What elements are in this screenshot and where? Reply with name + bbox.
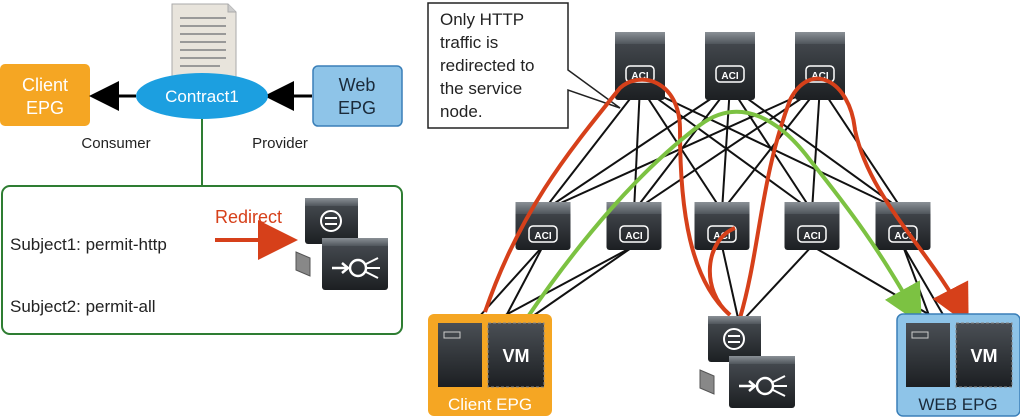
subject1-label: Subject1: permit-http <box>10 235 167 254</box>
fabric-link <box>721 85 821 212</box>
leaf-switch-2: ACI <box>606 202 662 250</box>
redirect-label: Redirect <box>215 207 282 227</box>
contract-ellipse <box>136 73 268 119</box>
fabric-link <box>542 85 641 212</box>
aci-label: ACI <box>534 231 551 242</box>
web-epg-host-label: WEB EPG <box>918 395 997 414</box>
client-epg-label-l2: EPG <box>26 98 64 118</box>
consumer-label: Consumer <box>81 135 150 152</box>
web-epg-box <box>312 65 403 127</box>
spine-switch-1: ACI <box>615 32 665 100</box>
aci-label: ACI <box>894 231 911 242</box>
callout-bubble <box>427 2 621 129</box>
web-epg-host <box>896 313 1020 417</box>
aci-label: ACI <box>721 71 738 82</box>
client-vm-label: VM <box>503 346 530 366</box>
redirect-path-red-1 <box>483 77 732 317</box>
redirect-path-red-3 <box>708 226 736 317</box>
client-epg-host-label: Client EPG <box>448 395 532 414</box>
redirect-path-red-2 <box>738 76 969 326</box>
callout-text: Only HTTP traffic is redirected to the serv… <box>440 10 535 121</box>
fabric-link <box>811 85 821 212</box>
contract-document-icon <box>171 3 237 85</box>
fabric-link <box>633 85 821 212</box>
callout-line: the service <box>440 79 522 98</box>
web-epg-label-l2: EPG <box>338 98 376 118</box>
leaf-switch-3: ACI <box>694 202 750 250</box>
host-link <box>721 245 739 319</box>
spine-switch-2: ACI <box>705 32 755 100</box>
provider-label: Provider <box>252 135 308 152</box>
aci-label: ACI <box>631 71 648 82</box>
subject2-label: Subject2: permit-all <box>10 297 156 316</box>
fabric-link <box>542 85 731 212</box>
host-link <box>499 245 635 319</box>
host-link <box>504 245 544 319</box>
callout-line: traffic is <box>440 33 498 52</box>
service-node-icon-left <box>295 198 388 290</box>
host-link <box>744 245 813 319</box>
web-epg-label-l1: Web <box>339 75 376 95</box>
host-link <box>529 245 635 319</box>
contract-label: Contract1 <box>165 87 239 106</box>
aci-label: ACI <box>625 231 642 242</box>
web-vm-label: VM <box>971 346 998 366</box>
subjects-box <box>1 185 403 335</box>
client-epg-host <box>428 314 552 416</box>
callout-line: node. <box>440 102 483 121</box>
client-epg-box <box>0 64 90 126</box>
leaf-switch-4: ACI <box>784 202 840 250</box>
service-node-icon-right <box>699 316 795 408</box>
aci-label: ACI <box>803 231 820 242</box>
callout-line: redirected to <box>440 56 535 75</box>
aci-label: ACI <box>811 71 828 82</box>
direct-path-green <box>525 109 922 325</box>
client-epg-label-l1: Client <box>22 75 68 95</box>
callout-line: Only HTTP <box>440 10 524 29</box>
